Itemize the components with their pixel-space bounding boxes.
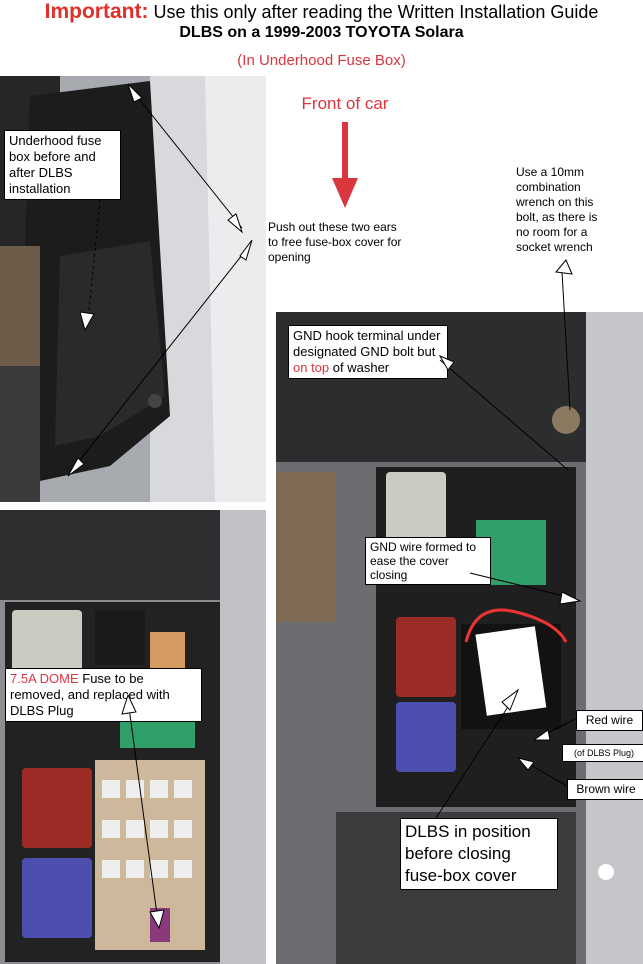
dome-fuse-name: 7.5A DOME <box>10 671 79 686</box>
location-subtitle: (In Underhood Fuse Box) <box>237 52 406 69</box>
label-gnd-hook-terminal: GND hook terminal under designated GND b… <box>288 325 448 379</box>
label-underhood-fuse-box: Underhood fuse box before and after DLBS… <box>4 130 121 200</box>
important-label: Important: <box>44 0 149 23</box>
gnd-hook-text-b: of washer <box>329 360 390 375</box>
arrow-head-icon <box>516 757 535 771</box>
arrow-head-icon <box>438 354 455 371</box>
instruction-text: Use this only after reading the Written … <box>148 2 599 22</box>
header-line: Important: Use this only after reading t… <box>0 0 643 24</box>
gnd-hook-on-top: on top <box>293 360 330 375</box>
page-title: DLBS on a 1999-2003 TOYOTA Solara <box>179 24 464 41</box>
note-10mm-wrench: Use a 10mm combination wrench on this bo… <box>516 165 598 254</box>
arrow-head-icon <box>79 311 95 332</box>
arrow-head-icon <box>555 259 573 275</box>
label-dlbs-in-position: DLBS in position before closing fuse-box… <box>400 818 558 890</box>
arrow-head-icon <box>149 909 165 930</box>
arrow-head-icon <box>239 239 253 261</box>
label-brown-wire: Brown wire <box>567 779 643 800</box>
arrow-head-icon <box>67 457 85 477</box>
arrow-head-icon <box>501 688 520 711</box>
front-of-car-label: Front of car <box>301 94 389 113</box>
arrow-head-icon <box>559 591 582 605</box>
label-of-dlbs-plug: (of DLBS Plug) <box>562 744 643 762</box>
arrow-head-icon <box>227 213 244 234</box>
arrow-head-icon <box>127 83 143 103</box>
label-gnd-wire: GND wire formed to ease the cover closin… <box>365 537 491 585</box>
arrow-head-icon <box>121 693 137 715</box>
arrow-head-icon <box>532 729 551 741</box>
gnd-hook-text-a: GND hook terminal under designated GND b… <box>293 328 441 359</box>
note-push-out-ears: Push out these two ears to free fuse-box… <box>268 220 402 264</box>
front-arrow-icon <box>332 122 358 208</box>
